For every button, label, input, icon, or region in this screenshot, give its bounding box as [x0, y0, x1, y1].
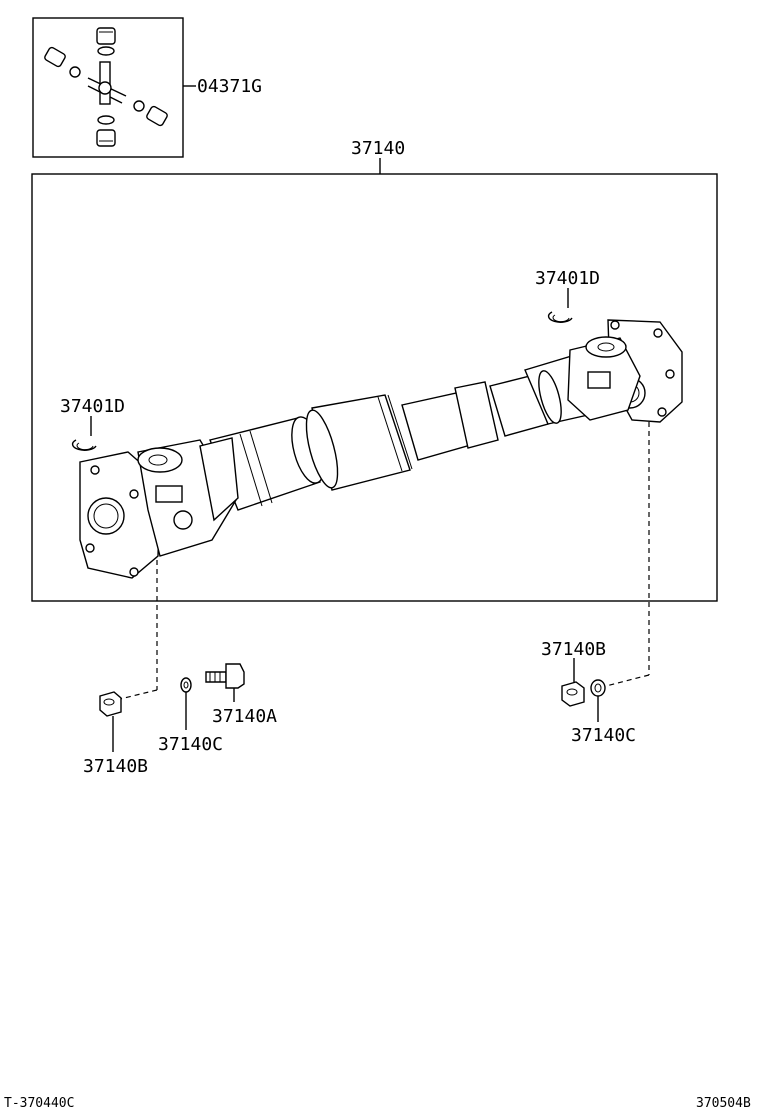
left-universal-joint — [137, 437, 239, 557]
label-nut-left: 37140B — [83, 756, 148, 777]
snap-ring-left — [71, 439, 97, 451]
label-nut-right: 37140B — [541, 639, 606, 660]
label-snap-ring-right: 37401D — [535, 268, 600, 289]
label-washer-right: 37140C — [571, 725, 636, 746]
nut-left — [99, 691, 122, 717]
assembly-box — [31, 173, 718, 602]
nut-right — [561, 681, 585, 707]
label-washer-left: 37140C — [158, 734, 223, 755]
label-bolt-left: 37140A — [212, 706, 277, 727]
bearing-cup-top — [96, 27, 116, 56]
footer-left-code: T-370440C — [4, 1096, 75, 1111]
left-flange-yoke — [79, 451, 161, 579]
washer-right — [590, 679, 606, 697]
propeller-shaft — [209, 351, 611, 511]
bolt-left — [205, 663, 245, 689]
bearing-cup-left — [44, 46, 81, 78]
bearing-cup-right — [133, 100, 168, 127]
right-universal-joint — [567, 336, 641, 421]
label-snap-ring-left: 37401D — [60, 396, 125, 417]
label-kit: 04371G — [197, 76, 262, 97]
spider-kit-inset — [32, 17, 184, 158]
snap-ring-right — [547, 311, 573, 323]
label-shaft: 37140 — [351, 138, 405, 159]
spider-cross — [87, 61, 127, 105]
alignment-line-left-nut — [115, 689, 158, 701]
footer-right-code: 370504B — [696, 1096, 751, 1111]
bearing-cup-bottom — [96, 115, 116, 147]
washer-left — [180, 677, 192, 693]
alignment-line-right-washer — [605, 674, 650, 687]
